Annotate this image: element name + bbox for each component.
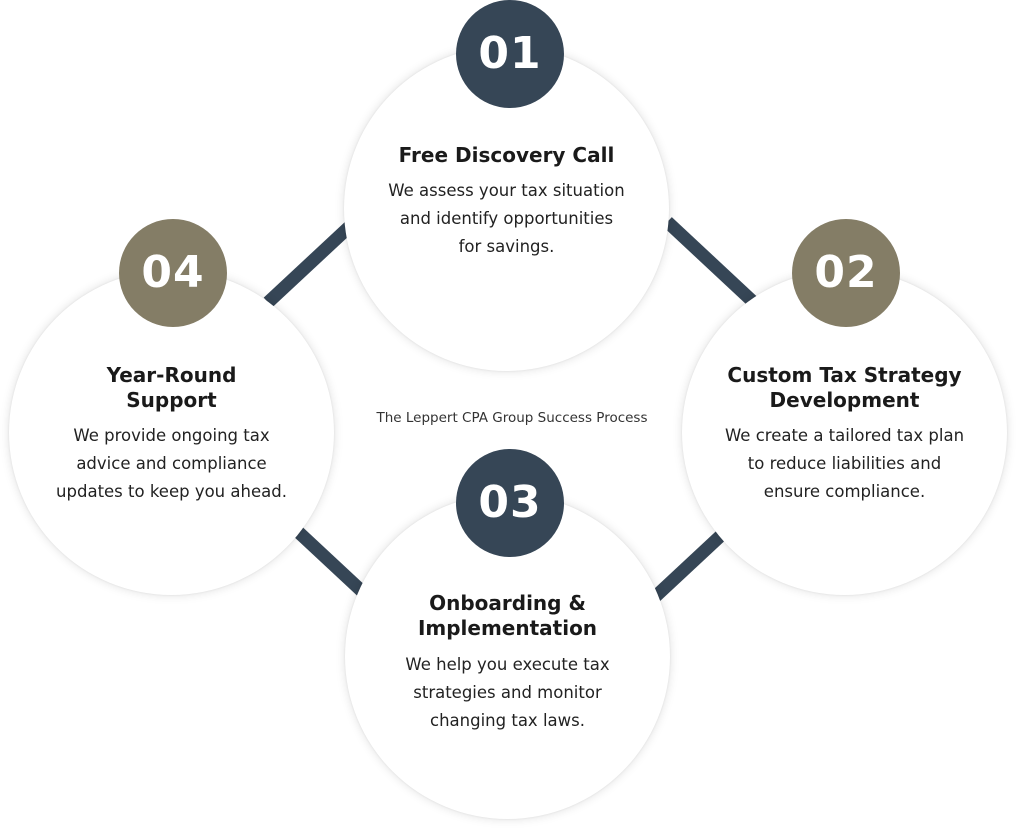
step-3-description: We help you execute tax strategies and m…: [405, 655, 610, 730]
connector-step1-step2: [662, 217, 762, 310]
step-1-description: We assess your tax situation and identif…: [388, 181, 625, 256]
step-3-number-badge: 03: [456, 449, 564, 557]
step-3-circle: Onboarding & Implementation We help you …: [345, 494, 670, 819]
step-1-number-badge: 01: [456, 0, 564, 108]
step-4-title: Year-Round Support: [106, 363, 237, 412]
step-2-number-badge: 02: [792, 219, 900, 327]
step-2-title: Custom Tax Strategy Development: [727, 363, 962, 412]
step-4-description: We provide ongoing tax advice and compli…: [56, 426, 287, 501]
step-4-number-badge: 04: [119, 219, 227, 327]
step-1-title: Free Discovery Call: [398, 143, 615, 167]
step-3-title: Onboarding & Implementation: [417, 591, 598, 640]
step-2-description: We create a tailored tax plan to reduce …: [724, 426, 965, 501]
step-2-circle: Custom Tax Strategy Development We creat…: [682, 270, 1007, 595]
process-label: The Leppert CPA Group Success Process: [376, 410, 648, 426]
